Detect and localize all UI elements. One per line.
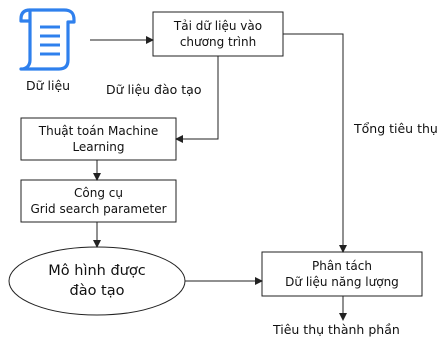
trained-model-line1: Mô hình được [48,263,146,279]
load-data-label: Tải dữ liệu vào chương trình [153,12,283,56]
trained-model-label: Mô hình được đào tạo [9,247,185,315]
ml-algorithm-line1: Thuật toán Machine [38,124,159,138]
trained-model-line2: đào tạo [69,283,125,299]
grid-search-line1: Công cụ [74,186,123,200]
separate-energy-label: Phân tách Dữ liệu năng lượng [262,252,422,296]
load-data-line1: Tải dữ liệu vào [173,19,263,33]
arrow-load-to-ml [175,56,219,143]
total-consumption-label: Tổng tiêu thụ [354,121,438,136]
ml-algorithm-line2: Learning [72,140,125,154]
separate-energy-line2: Dữ liệu năng lượng [285,275,399,289]
document-icon [19,8,76,71]
grid-search-box [20,179,177,223]
grid-search-line2: Grid search parameter [30,202,167,216]
ml-algorithm-label: Thuật toán Machine Learning [21,118,176,160]
arrow-load-to-separate [283,33,347,253]
separate-energy-line1: Phân tách [312,259,372,273]
load-data-line2: chương trình [179,35,257,49]
training-data-label: Dữ liệu đào tạo [106,82,202,97]
component-consumption-label: Tiêu thụ thành phần [273,322,400,337]
grid-search-label: Công cụ Grid search parameter [21,180,176,222]
data-label: Dữ liệu [26,78,71,93]
separate-energy-box [261,251,423,297]
